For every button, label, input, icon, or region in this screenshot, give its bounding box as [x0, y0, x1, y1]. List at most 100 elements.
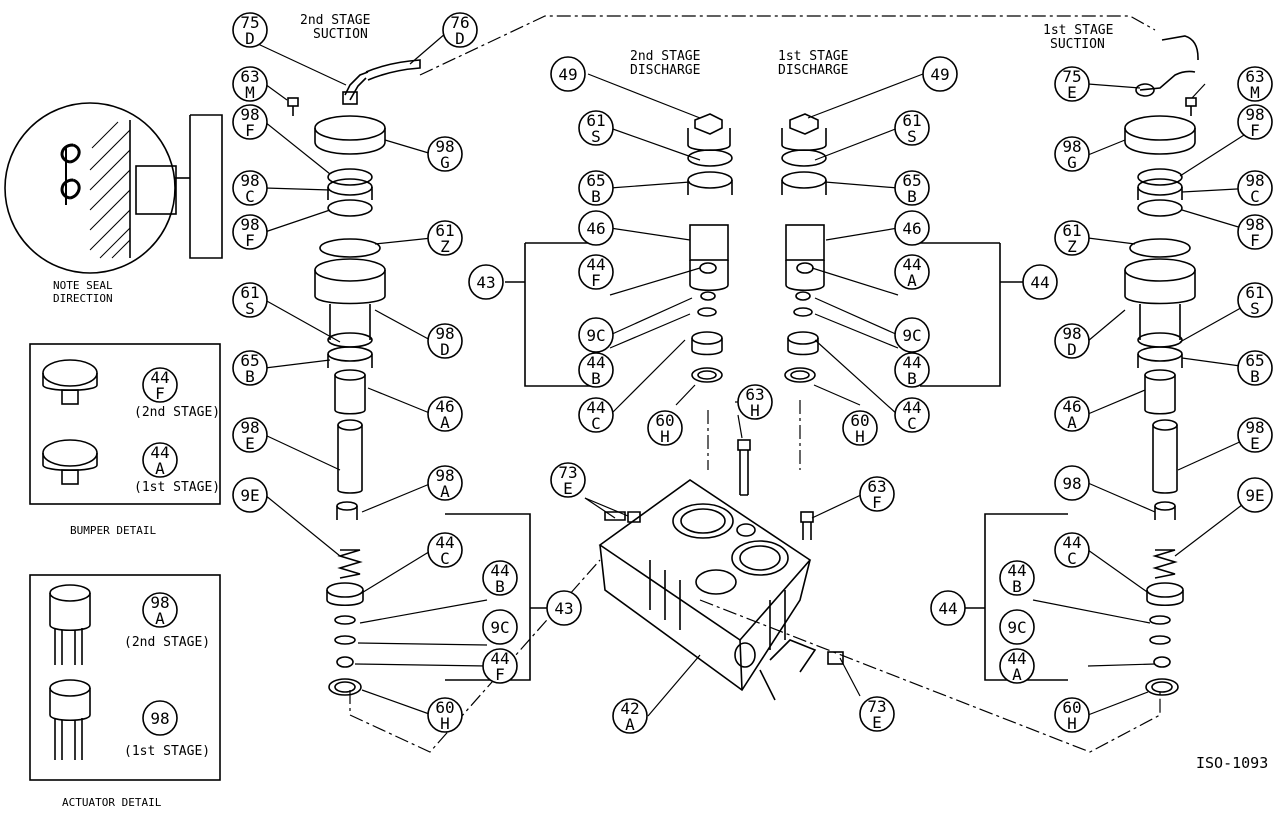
callout-balloon-60h-center-left: 60H	[647, 410, 683, 446]
balloon-number: 61	[1062, 221, 1081, 240]
callout-balloon-46a-right: 46A	[1054, 396, 1090, 432]
balloon-number: 98	[1245, 105, 1264, 124]
balloon-circle	[894, 352, 930, 388]
balloon-number: 61	[586, 111, 605, 130]
balloon-circle	[1054, 220, 1090, 256]
balloon-number: 49	[558, 65, 577, 84]
balloon-circle	[999, 560, 1035, 596]
balloon-number: 73	[867, 697, 886, 716]
balloon-letter: A	[907, 271, 917, 290]
bolts	[737, 439, 814, 540]
callout-balloon-9c-lower-right: 9C	[999, 609, 1035, 645]
balloon-circle	[468, 264, 504, 300]
balloon-letter: A	[625, 715, 635, 734]
stage1-discharge-label-line2: DISCHARGE	[778, 63, 848, 78]
balloon-circle	[427, 323, 463, 359]
detail-labels: NOTE SEAL DIRECTION BUMPER DETAIL ACTUAT…	[53, 279, 1268, 809]
callout-balloon-98f-right-upper: 98F	[1237, 104, 1273, 140]
balloon-letter: D	[455, 29, 465, 48]
balloon-letter: H	[750, 401, 760, 420]
seal-detail	[4, 102, 223, 274]
callout-balloon-98-actuator: 98	[142, 700, 178, 736]
note-seal-line2: DIRECTION	[53, 292, 113, 305]
balloon-letter: H	[440, 714, 450, 733]
stage2-discharge-label-line1: 2nd STAGE	[630, 49, 700, 64]
balloon-letter: A	[440, 413, 450, 432]
callout-balloon-44-lower-right: 44	[930, 590, 966, 626]
balloon-number: 61	[240, 283, 259, 302]
balloon-number: 60	[1062, 698, 1081, 717]
balloon-letter: C	[1067, 549, 1077, 568]
drawing-number: ISO-1093	[1196, 754, 1268, 772]
balloon-circle	[578, 397, 614, 433]
balloon-circle	[894, 397, 930, 433]
balloon-letter: H	[660, 427, 670, 446]
callout-balloon-98a-actuator: 98A	[142, 592, 178, 628]
callout-balloon-98f-right-lower: 98F	[1237, 214, 1273, 250]
balloon-letter: S	[591, 127, 601, 146]
callout-balloon-42a: 42A	[612, 698, 648, 734]
balloon-letter: A	[1067, 413, 1077, 432]
balloon-letter: S	[1250, 299, 1260, 318]
callout-balloon-98a-left: 98A	[427, 465, 463, 501]
balloon-letter: B	[907, 187, 917, 206]
balloon-number: 9C	[1007, 618, 1026, 637]
balloon-number: 9E	[240, 486, 259, 505]
balloon-circle	[578, 110, 614, 146]
balloon-number: 98	[240, 105, 259, 124]
balloon-circle	[427, 532, 463, 568]
balloon-circle	[142, 442, 178, 478]
balloon-number: 98	[435, 466, 454, 485]
stage2-suction-label-line1: 2nd STAGE	[300, 13, 370, 28]
callout-balloon-63f: 63F	[859, 476, 895, 512]
balloon-circle	[612, 698, 648, 734]
bumper-1st-stage: (1st STAGE)	[134, 480, 220, 495]
callout-balloon-61s-right: 61S	[1237, 282, 1273, 318]
balloon-letter: F	[1250, 231, 1260, 250]
bumper-2nd-stage: (2nd STAGE)	[134, 405, 220, 420]
callout-balloon-44a-bumper: 44A	[142, 442, 178, 478]
balloon-number: 98	[1062, 137, 1081, 156]
callout-balloons: 75D76D63M98F98G98C98F61Z61S98D65B46A98E9…	[142, 12, 1273, 736]
balloon-number: 44	[902, 353, 921, 372]
callout-balloon-44b-center-right: 44B	[894, 352, 930, 388]
balloon-number: 63	[867, 477, 886, 496]
callout-balloon-63h: 63H	[737, 384, 773, 420]
callout-balloon-9c-center-left: 9C	[578, 317, 614, 353]
balloon-number: 46	[902, 219, 921, 238]
balloon-number: 75	[240, 13, 259, 32]
stage-labels: 2nd STAGE SUCTION 2nd STAGE DISCHARGE 1s…	[300, 13, 1113, 78]
balloon-number: 44	[1062, 533, 1081, 552]
balloon-number: 98	[240, 418, 259, 437]
callout-balloon-63m-left: 63M	[232, 66, 268, 102]
balloon-number: 60	[435, 698, 454, 717]
callout-balloon-98-right: 98	[1054, 465, 1090, 501]
balloon-circle	[1022, 264, 1058, 300]
balloon-circle	[1237, 477, 1273, 513]
callout-balloon-73e-lower: 73E	[859, 696, 895, 732]
callout-balloon-44b-center-left: 44B	[578, 352, 614, 388]
balloon-number: 60	[850, 411, 869, 430]
balloon-circle	[737, 384, 773, 420]
balloon-circle	[894, 110, 930, 146]
callout-balloon-75d: 75D	[232, 12, 268, 48]
actuator-2nd-stage: (2nd STAGE)	[124, 635, 210, 650]
balloon-number: 60	[655, 411, 674, 430]
balloon-circle	[1054, 465, 1090, 501]
balloon-number: 75	[1062, 67, 1081, 86]
balloon-number: 44	[586, 398, 605, 417]
balloon-number: 9C	[586, 326, 605, 345]
balloon-letter: F	[1250, 121, 1260, 140]
balloon-circle	[578, 352, 614, 388]
callout-balloon-65b-right: 65B	[1237, 350, 1273, 386]
balloon-number: 44	[435, 533, 454, 552]
balloon-number: 98	[150, 709, 169, 728]
callout-balloon-44a-lower-right: 44A	[999, 648, 1035, 684]
actuator-detail-box	[29, 574, 221, 781]
balloon-circle	[427, 396, 463, 432]
balloon-circle	[894, 317, 930, 353]
balloon-number: 61	[435, 221, 454, 240]
callout-balloon-43-lower: 43	[546, 590, 582, 626]
balloon-circle	[922, 56, 958, 92]
part-drawings	[4, 15, 1256, 781]
